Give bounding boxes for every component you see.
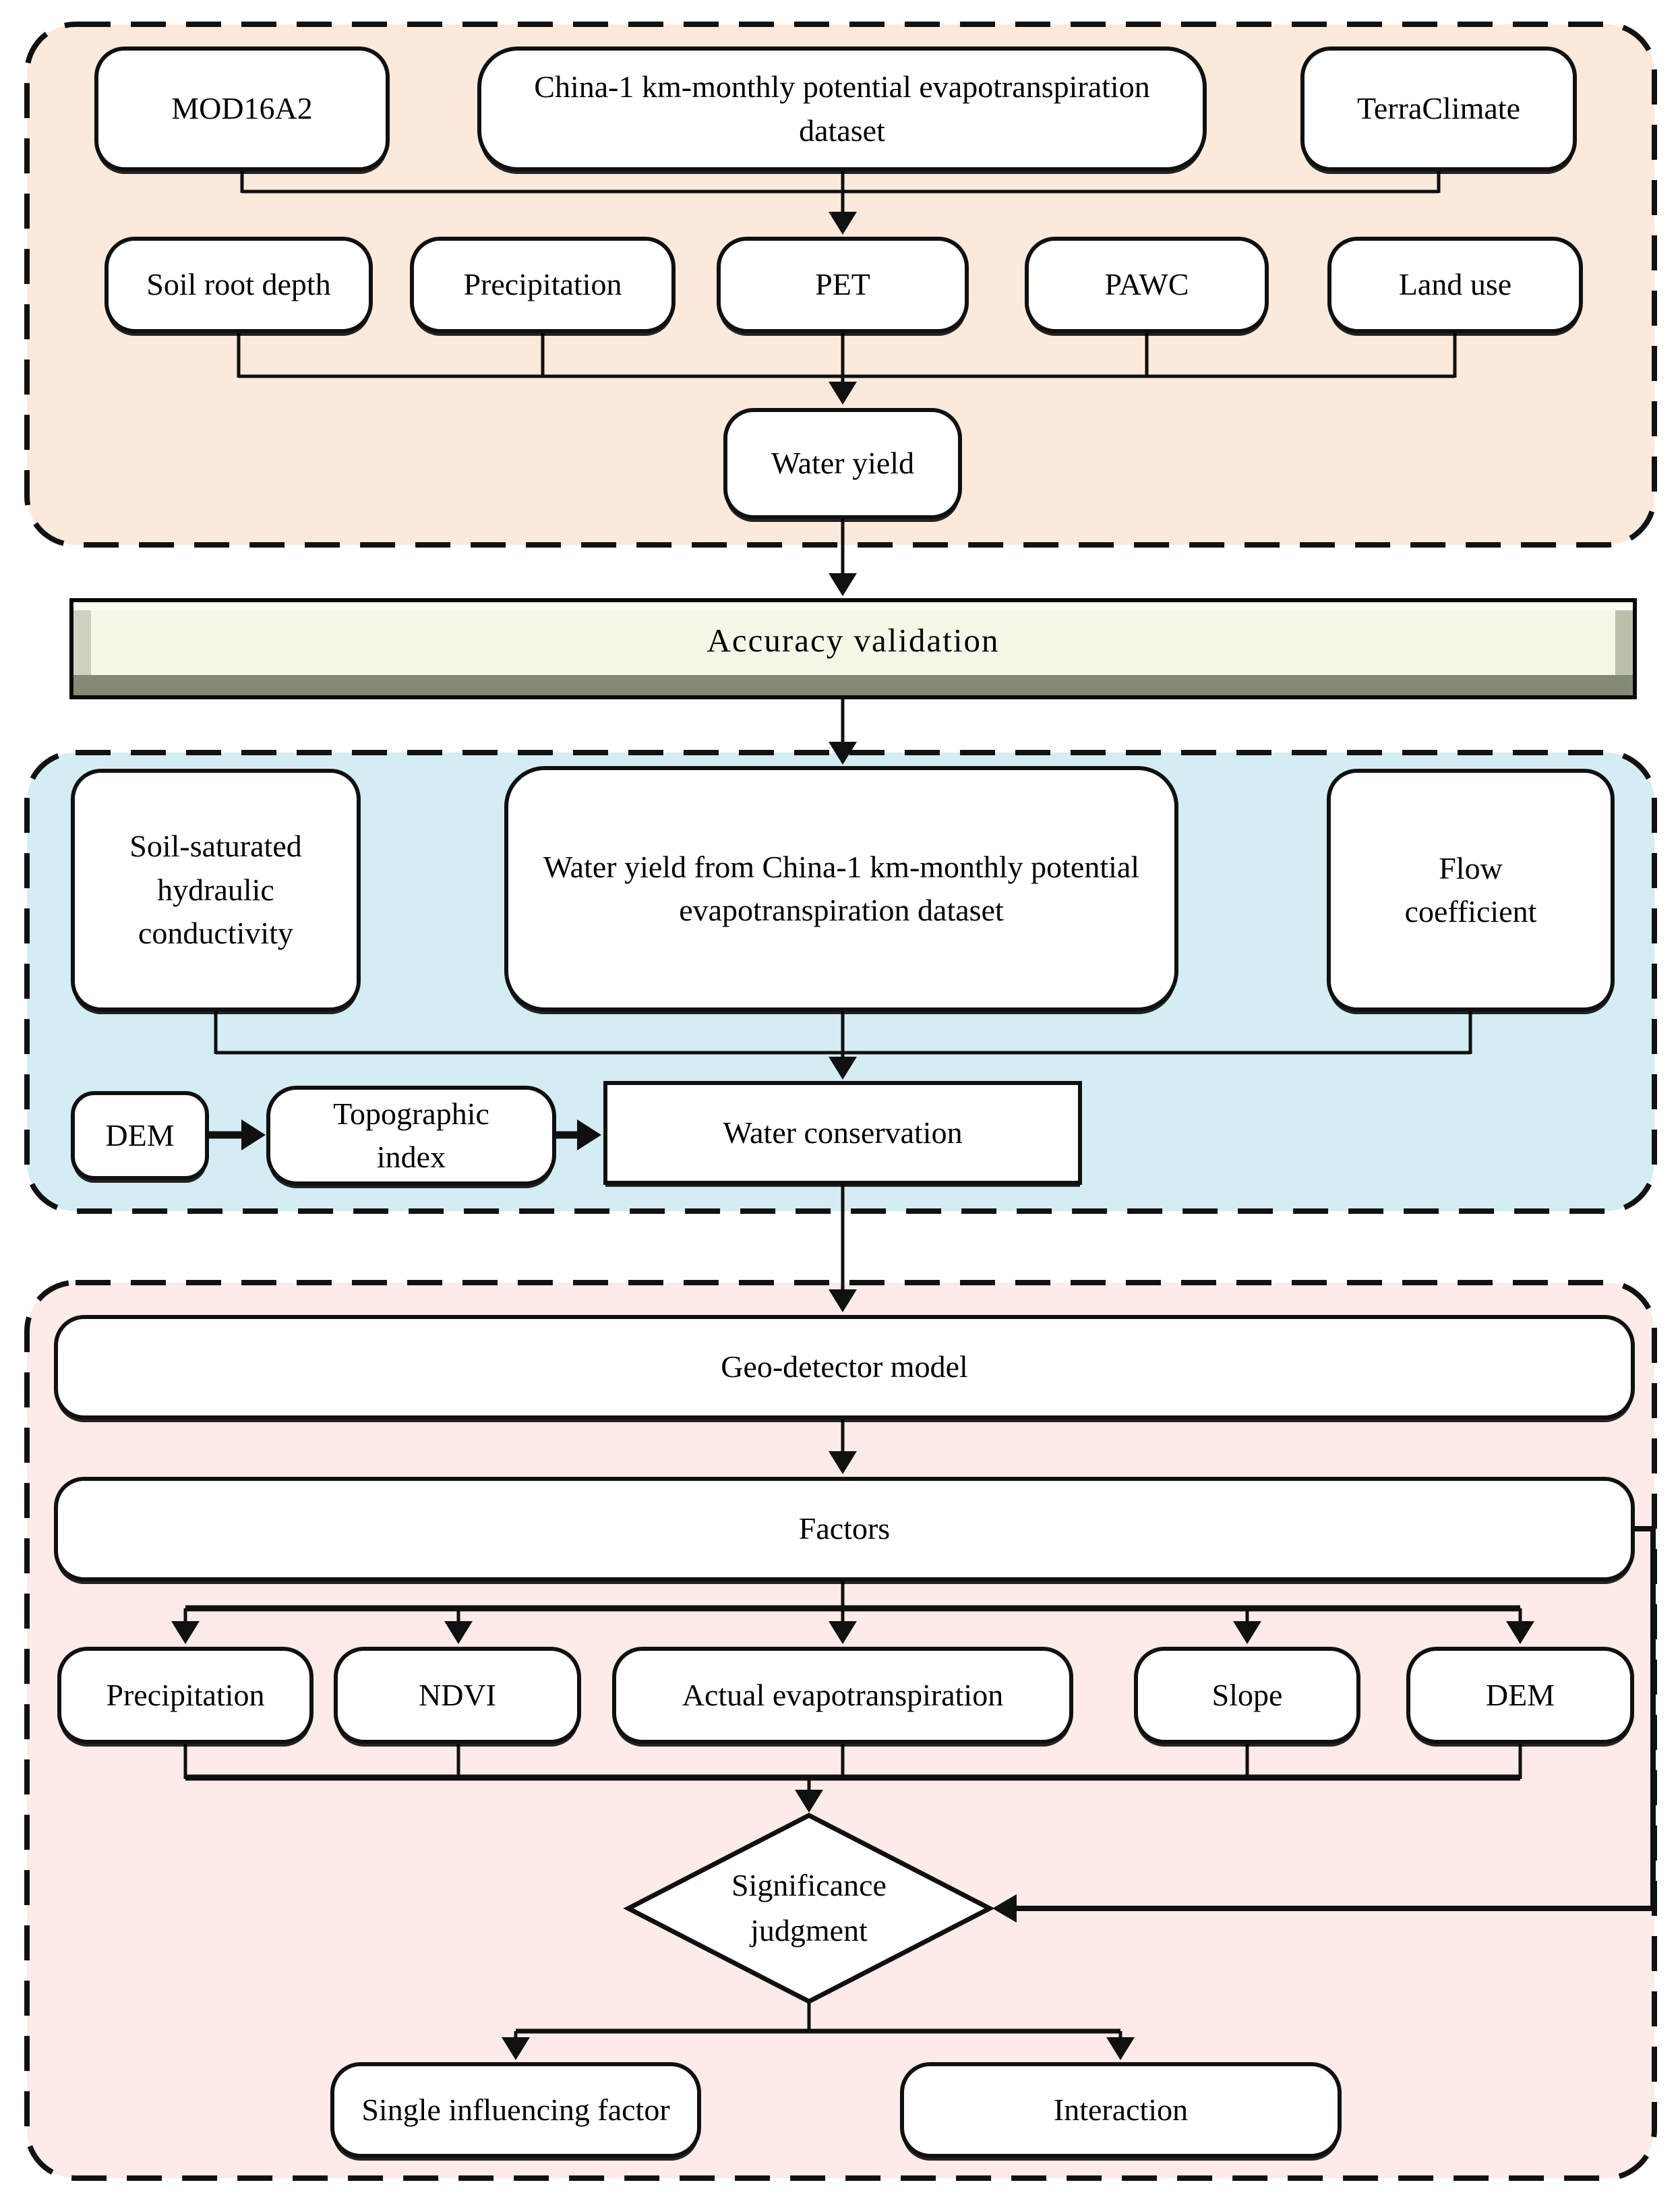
box-topographic-index: Topographic index xyxy=(266,1086,556,1186)
box-water-yield-from-dataset: Water yield from China-1 km-monthly pote… xyxy=(504,766,1178,1012)
box-terraclimate: TerraClimate xyxy=(1300,47,1577,171)
box-soil-root-depth: Soil root depth xyxy=(104,237,373,333)
accuracy-validation-bar: Accuracy validation xyxy=(69,598,1637,699)
box-flow-coefficient: Flow coefficient xyxy=(1327,769,1615,1012)
box-factor-precipitation: Precipitation xyxy=(57,1647,313,1744)
box-factor-slope: Slope xyxy=(1134,1647,1360,1744)
box-china-pet-dataset: China-1 km-monthly potential evapotransp… xyxy=(477,47,1207,171)
decision-significance-judgment: Significance judgment xyxy=(731,1868,887,1948)
box-single-influencing-factor: Single influencing factor xyxy=(330,2062,701,2158)
box-factor-ndvi: NDVI xyxy=(334,1647,581,1744)
box-pawc: PAWC xyxy=(1025,237,1269,333)
box-factor-actual-evapotranspiration: Actual evapotranspiration xyxy=(612,1647,1073,1744)
box-pet: PET xyxy=(717,237,969,333)
arrowheads xyxy=(171,212,1534,2060)
decision-diamond-shape xyxy=(623,1813,995,2004)
box-water-conservation: Water conservation xyxy=(603,1081,1082,1185)
box-soil-saturated-hydraulic-conductivity: Soil-saturated hydraulic conductivity xyxy=(71,769,361,1012)
box-factor-dem: DEM xyxy=(1406,1647,1634,1744)
box-land-use: Land use xyxy=(1327,237,1583,333)
box-factors: Factors xyxy=(54,1477,1635,1581)
box-interaction: Interaction xyxy=(900,2062,1342,2158)
box-geo-detector-model: Geo-detector model xyxy=(54,1315,1635,1420)
box-dem: DEM xyxy=(71,1091,209,1180)
box-mod16a2: MOD16A2 xyxy=(94,47,390,171)
flow-connector-lines xyxy=(183,171,1656,2039)
box-precipitation: Precipitation xyxy=(410,237,676,333)
box-water-yield: Water yield xyxy=(723,408,962,519)
